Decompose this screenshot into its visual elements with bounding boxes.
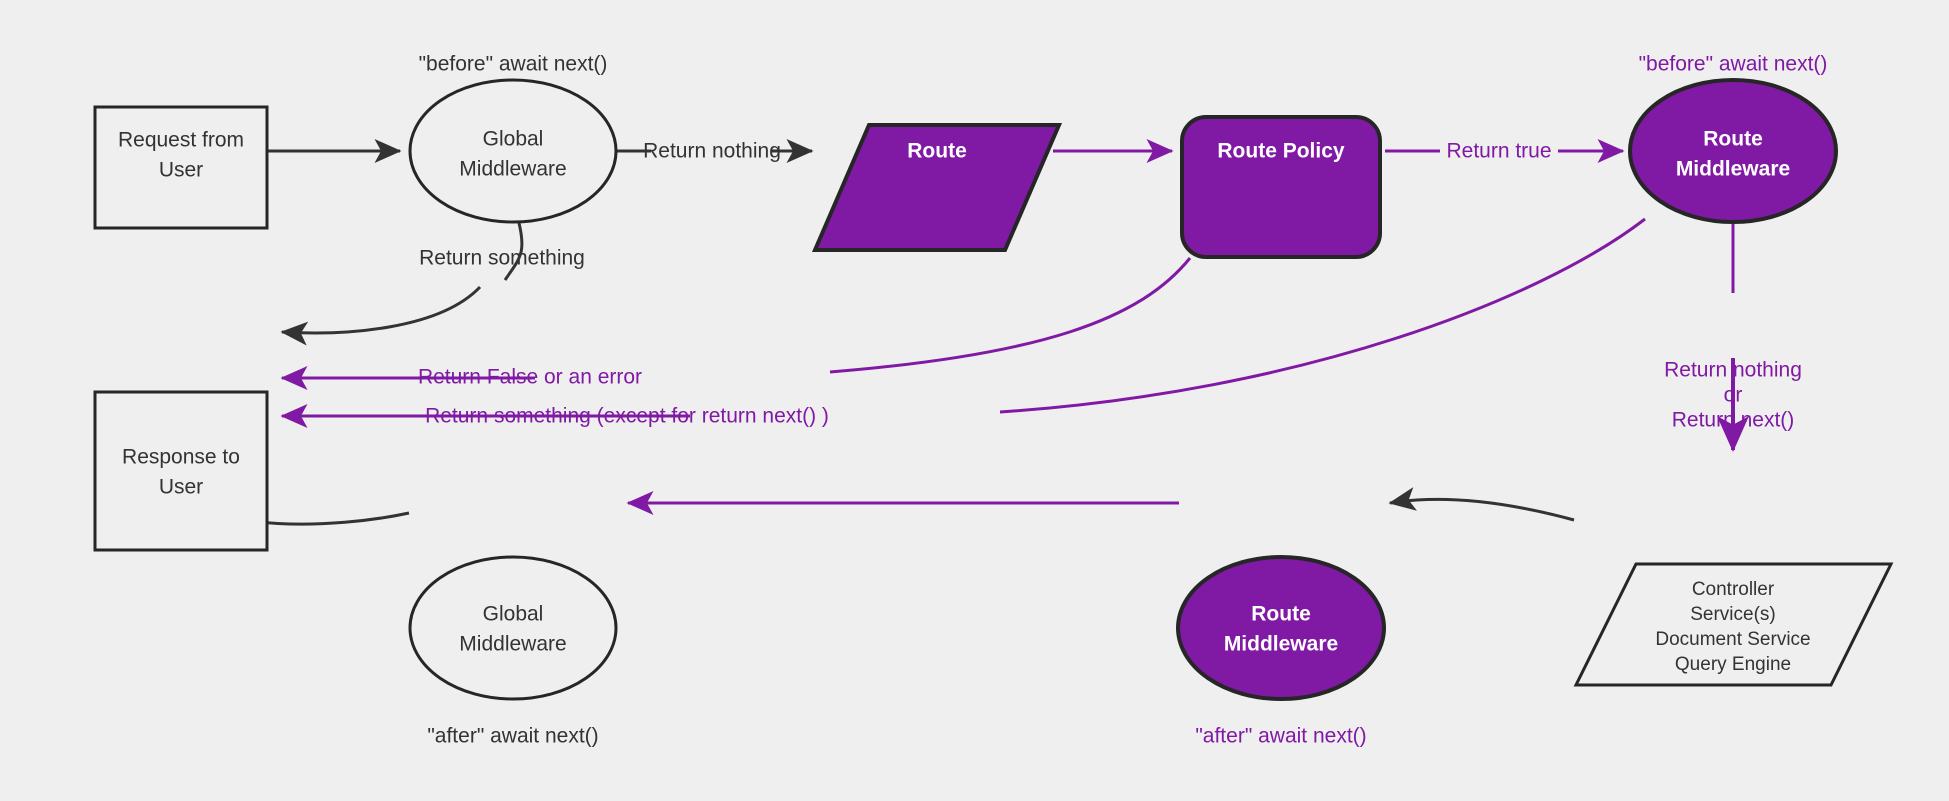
annotation-before-await-next-top-right: "before" await next() bbox=[1639, 53, 1828, 76]
edge-label-return-something-except: Return something (except for return next… bbox=[425, 405, 829, 428]
route-middleware-top-line2: Middleware bbox=[1676, 158, 1790, 181]
edge-route-policy-false-curve bbox=[829, 257, 1192, 374]
edge-label-return-nothing-top: Return nothing bbox=[643, 140, 781, 163]
controller-line1: Controller bbox=[1692, 579, 1775, 600]
edge-route-middleware-return-something-curve bbox=[999, 217, 1646, 414]
response-to-user-line2: User bbox=[159, 476, 203, 499]
node-global-middleware-top bbox=[408, 78, 618, 224]
request-from-user-line1: Request from bbox=[118, 129, 244, 152]
edge-global-middleware-return-something-upper bbox=[503, 218, 524, 281]
node-route bbox=[811, 123, 1063, 252]
route-label: Route bbox=[907, 140, 967, 163]
node-global-middleware-bottom bbox=[408, 555, 618, 701]
annotation-after-await-next-bottom-left: "after" await next() bbox=[427, 725, 598, 748]
annotation-after-await-next-bottom-center: "after" await next() bbox=[1195, 725, 1366, 748]
node-controller bbox=[1573, 562, 1894, 687]
route-policy-label: Route Policy bbox=[1217, 140, 1345, 163]
global-middleware-bottom-line2: Middleware bbox=[459, 633, 566, 656]
edge-controller-to-route-middleware-bottom bbox=[1388, 487, 1575, 522]
route-middleware-top-line1: Route bbox=[1703, 128, 1763, 151]
route-middleware-bottom-line1: Route bbox=[1251, 603, 1311, 626]
node-route-middleware-bottom bbox=[1176, 555, 1386, 701]
node-route-middleware-top bbox=[1628, 78, 1838, 224]
node-route-policy bbox=[1180, 115, 1382, 259]
global-middleware-top-line2: Middleware bbox=[459, 158, 566, 181]
global-middleware-top-line1: Global bbox=[483, 128, 544, 151]
route-middleware-bottom-line2: Middleware bbox=[1224, 633, 1338, 656]
annotation-before-await-next-top-left: "before" await next() bbox=[419, 53, 608, 76]
edge-label-return-nothing-or-line3: Return next() bbox=[1672, 409, 1795, 432]
edge-label-return-false-or-error: Return False or an error bbox=[418, 366, 642, 389]
controller-line4: Query Engine bbox=[1675, 654, 1791, 675]
response-to-user-line1: Response to bbox=[122, 446, 240, 469]
edge-label-return-nothing-or-line1: Return nothing bbox=[1664, 359, 1802, 382]
controller-line3: Document Service bbox=[1655, 629, 1810, 650]
node-request-from-user bbox=[93, 105, 269, 230]
edge-label-return-nothing-or-line2: or bbox=[1724, 384, 1743, 407]
controller-line2: Service(s) bbox=[1690, 604, 1776, 625]
edge-return-something-to-response bbox=[280, 285, 482, 346]
node-response-to-user bbox=[93, 390, 269, 552]
request-from-user-line2: User bbox=[159, 159, 203, 182]
edge-label-return-true: Return true bbox=[1446, 140, 1551, 163]
global-middleware-bottom-line1: Global bbox=[483, 603, 544, 626]
edge-label-return-something-top: Return something bbox=[419, 247, 585, 270]
